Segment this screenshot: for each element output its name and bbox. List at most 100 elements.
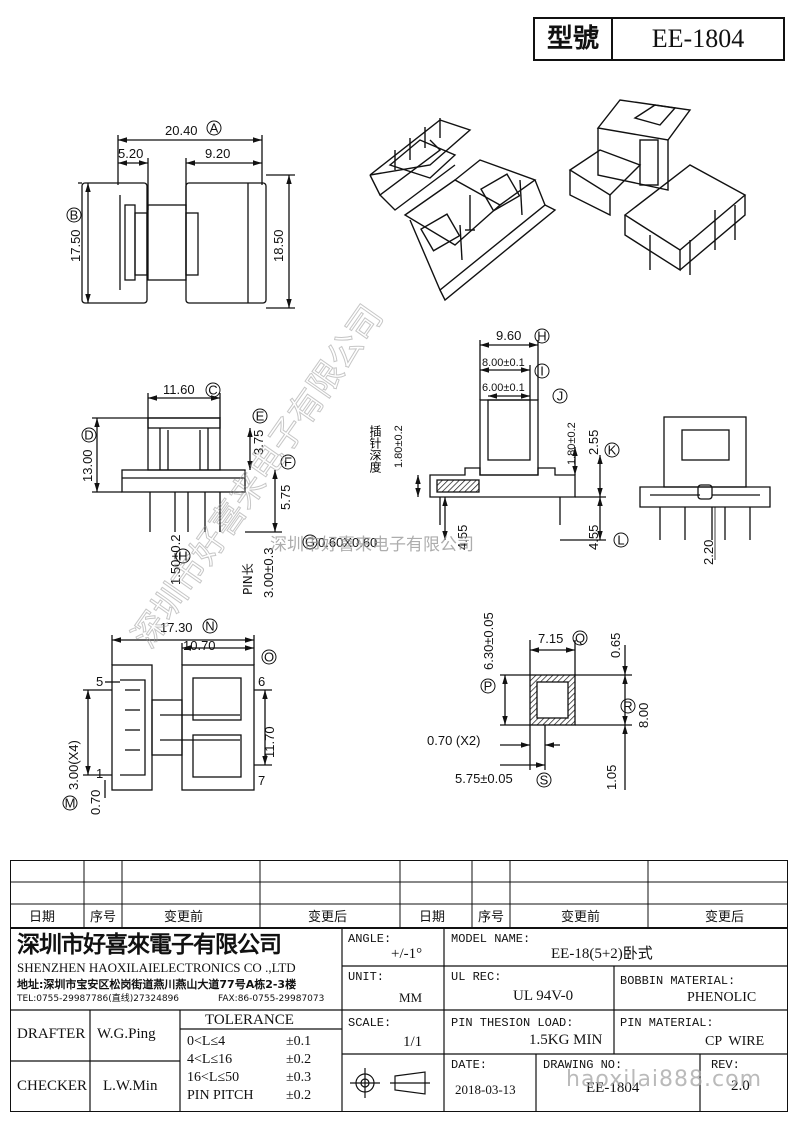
ref-c: C: [208, 383, 217, 398]
drafter-label: DRAFTER: [17, 1026, 86, 1042]
pin-1: 1: [96, 766, 103, 781]
company-name-cn: 深圳市好喜來電子有限公司: [17, 931, 282, 958]
dim-insert-depth: 1.80±0.2: [393, 425, 405, 468]
dim-5-75: 5.75: [278, 485, 293, 510]
ref-r: R: [623, 699, 632, 714]
tol-range-4: PIN PITCH: [187, 1088, 254, 1103]
dim-6-30: 6.30±0.05: [481, 612, 496, 670]
ref-a: A: [210, 121, 219, 136]
technical-drawings: A B C D E F H G H I J K L N O M P Q R S …: [62, 99, 771, 815]
ref-p: P: [484, 679, 493, 694]
revision-table: 日期 序号 变更前 变更后 日期 序号 变更前 变更后: [9, 859, 788, 928]
side-view: [415, 340, 606, 541]
end-view: [639, 416, 771, 560]
dim-20-40: 20.40: [165, 123, 198, 138]
dim-0-60: 0.60X0.60: [318, 535, 377, 550]
pin-load-label: PIN THESION LOAD:: [451, 1016, 574, 1030]
dim-18-50: 18.50: [271, 229, 286, 262]
dim-2-20: 2.20: [701, 540, 716, 565]
tol-range-3: 16<L≤50: [187, 1070, 240, 1085]
model-header: 型號 EE-1804: [533, 17, 785, 61]
ref-f: F: [284, 455, 292, 470]
watermark-middle: 深圳市好喜来电子有限公司: [270, 535, 474, 555]
ul-label: UL REC:: [451, 970, 502, 984]
scale-value: 1/1: [403, 1034, 423, 1050]
dim-5-20: 5.20: [118, 146, 143, 161]
dim-17-50: 17.50: [68, 229, 83, 262]
dim-4-55-right: 4.55: [586, 525, 601, 550]
watermark-diagonal: 深圳市好喜来电子有限公司: [125, 298, 392, 655]
isometric-view-2: [568, 99, 747, 275]
pin-5: 5: [96, 674, 103, 689]
ref-i: I: [540, 364, 544, 379]
dim-0-65: 0.65: [608, 633, 623, 658]
dim-9-60: 9.60: [496, 328, 521, 343]
bottom-view: [83, 635, 272, 798]
rev-header-date-2: 日期: [419, 910, 446, 925]
drafter-value: W.G.Ping: [97, 1026, 156, 1042]
date-label: DATE:: [451, 1058, 488, 1072]
company-address: 地址:深圳市宝安区松岗街道燕川燕山大道77号A栋2-3楼: [17, 978, 297, 991]
unit-value: MM: [399, 990, 423, 1005]
dim-0-70: 0.70: [88, 790, 103, 815]
drawing-no-label: DRAWING NO:: [543, 1058, 623, 1072]
title-block: 深圳市好喜來電子有限公司 SHENZHEN HAOXILAIELECTRONIC…: [9, 927, 788, 1112]
company-fax: FAX:86-0755-29987073: [218, 994, 325, 1004]
tol-value-2: ±0.2: [286, 1052, 312, 1067]
dim-3-75: 3.75: [251, 430, 266, 455]
rev-header-before-1: 变更前: [164, 910, 204, 925]
tolerance-title: TOLERANCE: [205, 1012, 294, 1028]
rev-header-after-2: 变更后: [705, 910, 745, 925]
ref-j: J: [557, 389, 564, 404]
rev-header-date-1: 日期: [29, 910, 56, 925]
insert-depth-label: 插针深度: [368, 425, 382, 473]
tol-value-4: ±0.2: [286, 1088, 312, 1103]
ref-s: S: [540, 773, 549, 788]
dim-6-00: 6.00±0.1: [482, 382, 525, 394]
company-name-en: SHENZHEN HAOXILAIELECTRONICS CO .,LTD: [17, 960, 296, 975]
bobbin-material-label: BOBBIN MATERIAL:: [620, 974, 736, 988]
rev-header-after-1: 变更后: [308, 910, 348, 925]
dim-11-60: 11.60: [163, 382, 195, 397]
model-name-value: EE-18(5+2)卧式: [551, 946, 653, 962]
pin-section-view: [500, 640, 632, 790]
angle-value: +/-1°: [391, 946, 423, 962]
date-value: 2018-03-13: [455, 1082, 516, 1097]
dim-3-00x4: 3.00(X4): [66, 740, 81, 790]
ref-e: E: [256, 409, 265, 424]
top-view: [78, 135, 295, 309]
dim-10-70: 10.70: [183, 638, 216, 653]
rev-label: REV:: [711, 1058, 740, 1072]
checker-value: L.W.Min: [103, 1078, 158, 1094]
watermark-url: haoxilai888.com: [566, 1067, 763, 1092]
model-name-label: MODEL NAME:: [451, 932, 531, 946]
tol-range-2: 4<L≤16: [187, 1052, 233, 1067]
ref-d: D: [84, 428, 93, 443]
ref-k: K: [608, 443, 617, 458]
model-value: EE-1804: [651, 24, 745, 53]
ref-g: G: [305, 535, 315, 550]
tol-value-3: ±0.3: [286, 1070, 312, 1085]
dim-2-55: 2.55: [586, 430, 601, 455]
pin-material-label: PIN MATERIAL:: [620, 1016, 714, 1030]
ref-q: Q: [575, 631, 585, 646]
dim-9-20: 9.20: [205, 146, 230, 161]
rev-header-no-2: 序号: [478, 910, 505, 925]
tol-range-1: 0<L≤4: [187, 1034, 226, 1049]
ref-n: N: [205, 619, 214, 634]
scale-label: SCALE:: [348, 1016, 392, 1030]
ref-m: M: [65, 796, 76, 811]
dim-13-00: 13.00: [80, 449, 95, 482]
ref-h1: H: [178, 549, 187, 564]
bobbin-material-value: PHENOLIC: [687, 990, 757, 1005]
checker-label: CHECKER: [17, 1078, 88, 1094]
ref-h2: H: [537, 329, 546, 344]
model-label: 型號: [535, 19, 613, 59]
ref-l: L: [617, 533, 624, 548]
pin-load-value: 1.5KG MIN: [529, 1032, 603, 1048]
dim-5-75: 5.75±0.05: [455, 771, 513, 786]
isometric-view-1: [369, 118, 557, 302]
dim-8-00-sec: 8.00: [636, 703, 651, 728]
projection-symbol-icon: [349, 1067, 430, 1098]
dim-4-55-left: 4.55: [455, 525, 470, 550]
